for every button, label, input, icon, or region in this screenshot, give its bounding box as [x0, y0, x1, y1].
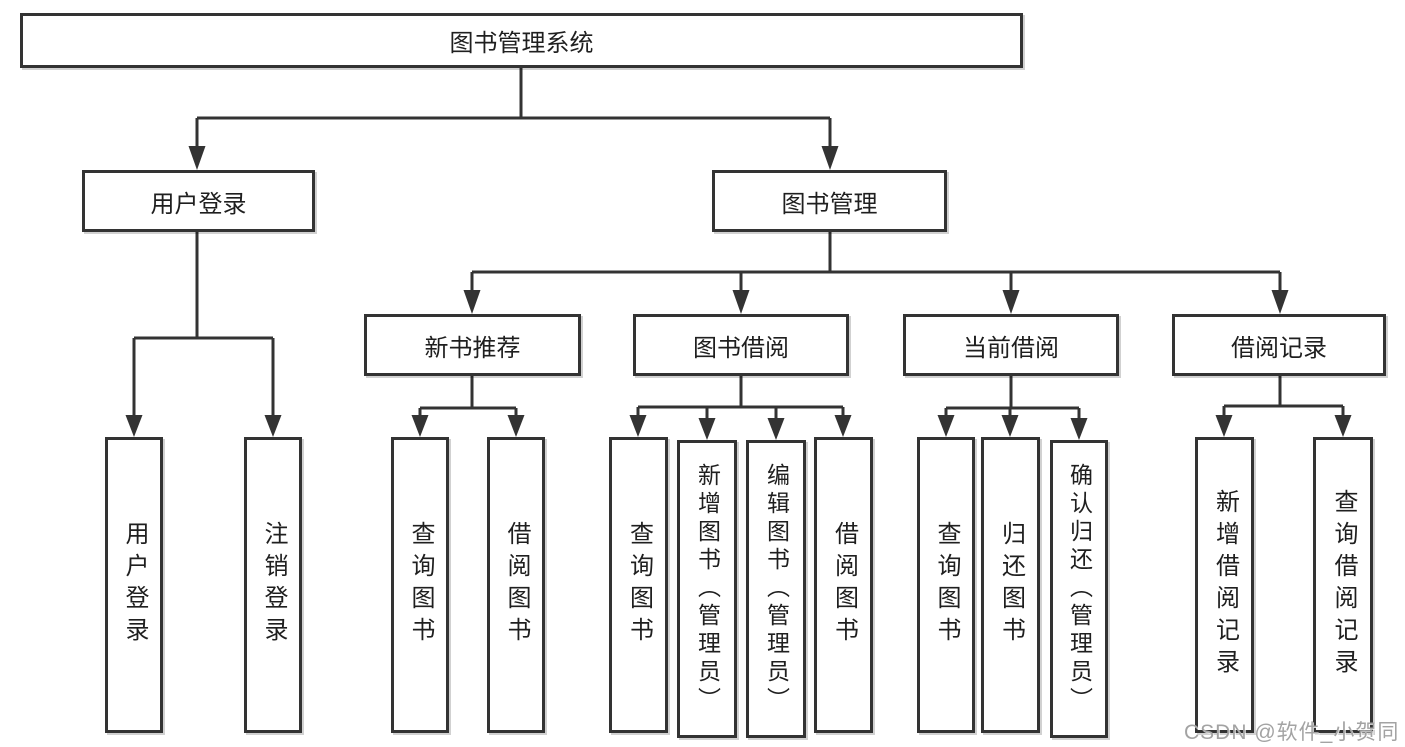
- node-leaf-query-borrow-record: 查询借阅记录: [1313, 437, 1373, 733]
- node-new-book-recommend: 新书推荐: [364, 314, 581, 376]
- node-label: 用户登录: [150, 190, 247, 218]
- node-label: 查询图书: [625, 521, 653, 649]
- node-leaf-add-borrow-record: 新增借阅记录: [1195, 437, 1254, 733]
- node-label: 注销登录: [260, 521, 287, 649]
- node-label: 归还图书: [997, 521, 1025, 649]
- node-label: 新增借阅记录: [1211, 489, 1239, 681]
- node-leaf-add-book-admin: 新增图书（管理员）: [677, 440, 737, 738]
- node-user-login: 用户登录: [82, 170, 315, 232]
- node-label: 查询借阅记录: [1330, 489, 1357, 681]
- node-label: 用户登录: [121, 521, 148, 649]
- node-label: 借阅图书: [503, 521, 530, 649]
- node-leaf-edit-book-admin: 编辑图书（管理员）: [746, 440, 806, 738]
- node-label: 确认归还（管理员）: [1066, 463, 1093, 715]
- arrowheads: [125, 146, 1352, 440]
- node-current-borrow: 当前借阅: [903, 314, 1119, 376]
- node-root-system: 图书管理系统: [20, 13, 1023, 68]
- node-label: 借阅记录: [1231, 334, 1327, 362]
- csdn-watermark: CSDN @软件_小贺同学: [1184, 721, 1400, 744]
- node-leaf-return-books: 归还图书: [981, 437, 1040, 733]
- node-label: 借阅图书: [830, 521, 858, 649]
- node-label: 图书管理: [781, 190, 878, 218]
- node-leaf-borrow-books-2: 借阅图书: [814, 437, 873, 733]
- node-leaf-confirm-return-admin: 确认归还（管理员）: [1050, 440, 1108, 738]
- node-book-borrow: 图书借阅: [633, 314, 849, 376]
- node-leaf-user-login: 用户登录: [105, 437, 163, 733]
- node-leaf-query-books-2: 查询图书: [609, 437, 668, 733]
- node-borrow-records: 借阅记录: [1172, 314, 1386, 376]
- node-leaf-logout: 注销登录: [244, 437, 302, 733]
- node-label: 查询图书: [407, 521, 434, 649]
- node-label: 查询图书: [933, 521, 960, 649]
- node-label: 新书推荐: [424, 334, 521, 362]
- node-label: 编辑图书（管理员）: [763, 463, 790, 715]
- node-leaf-query-books-3: 查询图书: [917, 437, 975, 733]
- node-label: 图书管理系统: [449, 30, 594, 57]
- node-label: 当前借阅: [963, 334, 1059, 362]
- node-leaf-query-books-1: 查询图书: [391, 437, 449, 733]
- node-leaf-borrow-books-1: 借阅图书: [487, 437, 545, 733]
- node-book-management: 图书管理: [712, 170, 947, 232]
- node-label: 图书借阅: [693, 334, 789, 362]
- node-label: 新增图书（管理员）: [694, 463, 721, 715]
